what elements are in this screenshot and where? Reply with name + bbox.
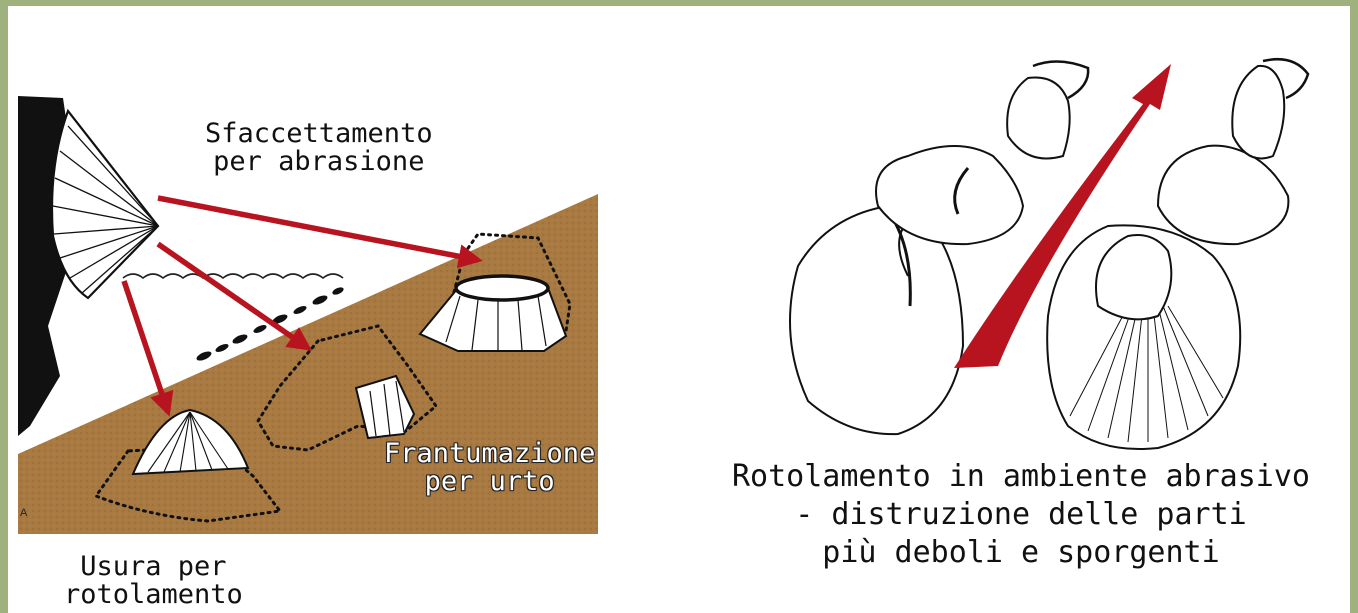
fragmentation-label: Frantumazione per urto [384,438,596,498]
caption-line-1: Rotolamento in ambiente abrasivo [732,459,1310,494]
worn-shell-icon [131,408,250,476]
rolling-trace-outline [93,444,283,523]
caption-line-2: - distruzione delle parti [795,497,1247,533]
faceting-line-2: per abrasione [213,146,425,178]
direction-arrow-icon [954,64,1171,368]
fragment-trace-outline [256,324,439,452]
rolling-wear-label: Usura per rotolamento [64,551,243,611]
broken-shell-icon [354,374,416,440]
diagram-canvas [18,57,1310,534]
pebble-line [196,287,344,361]
water-surface [122,273,344,280]
scallop-shell-icon [50,108,160,300]
rolling-wear-line-1: Usura per [80,551,227,582]
arrow-to-rolling [121,280,174,417]
faceting-line-1: Sfaccettamento [205,118,433,149]
arrow-to-facet [157,195,483,269]
fragmentation-line-1: Frantumazione [384,438,596,469]
rolled-shells-icon [789,57,1310,451]
panel-letter: A [20,507,28,519]
caption-line-3: più deboli e sporgenti [822,535,1220,571]
figure: Sfaccettamento per abrasione Frantumazio… [8,6,1350,613]
rolling-wear-line-2: rotolamento [64,579,243,611]
faceted-shell-icon [418,274,568,352]
faceting-label: Sfaccettamento per abrasione [205,118,433,178]
arrow-to-fragment [156,241,312,351]
caption: Rotolamento in ambiente abrasivo - distr… [732,458,1310,572]
left-panel [18,96,598,534]
fragmentation-line-2: per urto [424,466,555,498]
